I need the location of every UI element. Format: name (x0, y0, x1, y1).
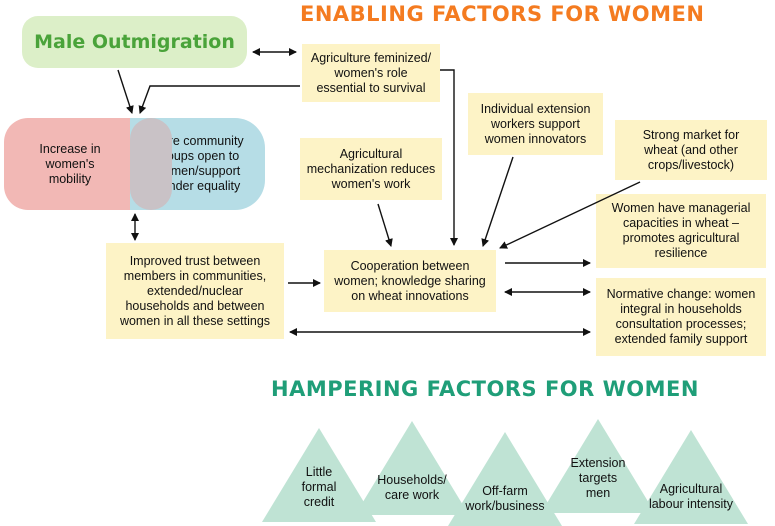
text-line: Strong market for (642, 127, 740, 142)
text-line: Households/ (377, 473, 447, 487)
triangle-shape (634, 430, 748, 524)
text-line: women; knowledge sharing (334, 273, 486, 288)
text-line: women/support (154, 164, 241, 178)
text-line: mobility (48, 171, 92, 186)
mobility-community-overlap (130, 118, 172, 210)
text-line: Cooperation between (350, 258, 470, 273)
arrow-mechanization-cooperation (377, 203, 393, 247)
text-line: on wheat innovations (351, 288, 469, 303)
text-line: Off-farm (482, 484, 528, 498)
text-line: gender equality (154, 179, 241, 193)
text-line: Increase in (39, 141, 101, 156)
text-line: capacities in wheat – (622, 216, 740, 230)
text-line: care work (384, 488, 440, 502)
text-line: integral in households (620, 302, 742, 316)
text-line: credit (303, 495, 335, 509)
text-line: men (585, 486, 611, 500)
triangle-shape (262, 428, 376, 522)
hampering-factor-triangle: Households/care work (355, 421, 469, 515)
text-line: Agricultural (659, 482, 723, 496)
text-line: groups open to (155, 149, 240, 163)
text-line: Agricultural (339, 146, 403, 161)
text-line: mechanization reduces (306, 161, 436, 176)
text-line: crops/livestock) (647, 157, 735, 172)
text-line: women's role (334, 65, 408, 80)
text-line: members in communities, (123, 268, 267, 283)
text-line: Normative change: women (606, 287, 756, 301)
text-line: labour intensity (648, 497, 734, 511)
text-line: extended family support (614, 332, 748, 346)
arrow-male-mobility (117, 69, 134, 114)
text-line: Agriculture feminized/ (310, 50, 432, 65)
text-line: work/business (465, 499, 545, 513)
text-line: targets (578, 471, 618, 485)
text-line: More community (151, 134, 244, 148)
text-line: resilience (654, 246, 708, 260)
triangle-shape (448, 432, 562, 526)
text-line: Improved trust between (129, 253, 261, 268)
text-line: extended/nuclear (147, 283, 243, 298)
text-line: Little (305, 465, 333, 479)
text-line: consultation processes; (615, 317, 747, 331)
text-line: wheat (and other (644, 142, 738, 157)
text-line: households and between (125, 298, 265, 313)
text-line: promotes agricultural (622, 231, 740, 245)
text-line: Individual extension (480, 101, 591, 116)
text-line: women's work (331, 176, 411, 191)
hampering-factor-label: Households/care work (355, 473, 469, 503)
arrow-extension-cooperation (481, 156, 514, 247)
arrow-agriculture-cooperation (440, 69, 458, 246)
enabling-factors-title: ENABLING FACTORS FOR WOMEN (300, 2, 705, 26)
triangle-shape (541, 419, 655, 513)
text-line: formal (301, 480, 337, 494)
node-male-outmigration: Male Outmigration (22, 16, 247, 68)
text-line: workers support (491, 116, 580, 131)
text-line: women in all these settings (119, 313, 271, 328)
arrow-agriculture-community (138, 85, 300, 114)
text-line: Women have managerial (611, 201, 751, 215)
triangle-shape (355, 421, 469, 515)
arrow-market-cooperation (499, 181, 641, 249)
text-line: essential to survival (316, 80, 426, 95)
text-line: women's (45, 156, 95, 171)
text-line: Extension (570, 456, 626, 470)
text-line: women innovators (484, 131, 587, 146)
hampering-factors-title: HAMPERING FACTORS FOR WOMEN (271, 377, 699, 401)
